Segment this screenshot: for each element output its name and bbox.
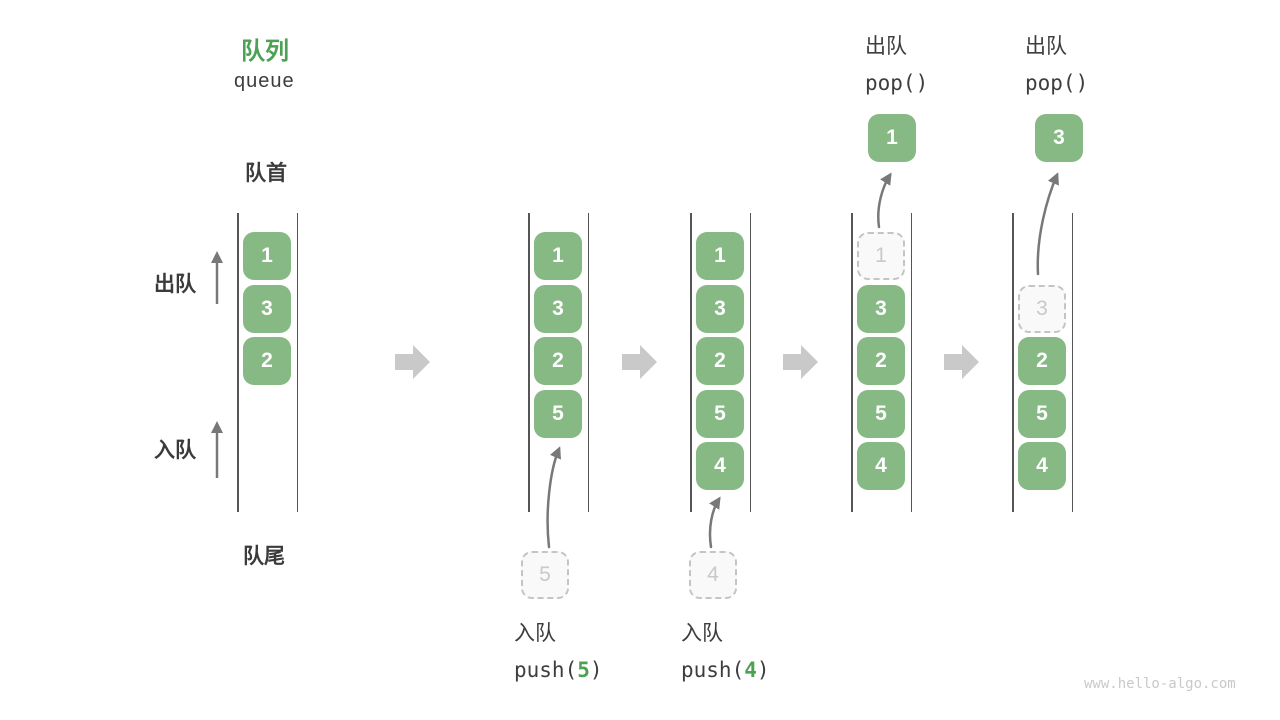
pending-push-box: 5: [521, 551, 569, 599]
queue-item: 1: [696, 232, 744, 280]
pop-arrow-icon: [1036, 172, 1059, 276]
pending-push-box: 4: [689, 551, 737, 599]
queue-item: 1: [243, 232, 291, 280]
popped-item-box: 1: [868, 114, 916, 162]
push-annotation: 入队 push(4): [681, 615, 770, 689]
queue-column-1: 1 3 2: [237, 213, 298, 512]
state-transition-arrow-icon: [783, 345, 818, 379]
queue-item: 1: [534, 232, 582, 280]
queue-item: 5: [696, 390, 744, 438]
state-transition-arrow-icon: [622, 345, 657, 379]
column-wall: [1012, 213, 1014, 512]
push-annotation-zh: 入队: [681, 622, 723, 645]
queue-item: 5: [857, 390, 905, 438]
push-annotation-zh: 入队: [514, 622, 556, 645]
pop-annotation-zh: 出队: [1025, 35, 1067, 58]
pop-annotation-code: pop(): [1025, 71, 1089, 95]
queue-column-5: 3 2 5 4: [1012, 213, 1073, 512]
queue-item: 2: [1018, 337, 1066, 385]
dequeue-label: 出队: [154, 273, 196, 296]
column-wall: [690, 213, 692, 512]
push-arg: 4: [744, 658, 757, 682]
queue-item: 2: [857, 337, 905, 385]
pop-annotation: 出队 pop(): [1025, 28, 1088, 102]
queue-item: 2: [534, 337, 582, 385]
queue-item: 4: [696, 442, 744, 490]
pop-arrow-icon: [877, 172, 892, 229]
queue-item: 3: [857, 285, 905, 333]
popped-item-box: 3: [1035, 114, 1083, 162]
state-transition-arrow-icon: [944, 345, 979, 379]
queue-column-2: 1 3 2 5: [528, 213, 589, 512]
queue-item: 2: [243, 337, 291, 385]
push-arg: 5: [577, 658, 590, 682]
queue-item: 2: [696, 337, 744, 385]
pop-annotation: 出队 pop(): [865, 28, 928, 102]
queue-rear-label: 队尾: [243, 545, 285, 568]
column-wall: [1071, 213, 1073, 512]
push-arrow-icon: [546, 446, 561, 549]
queue-item: 4: [1018, 442, 1066, 490]
column-wall: [910, 213, 912, 512]
enqueue-label: 入队: [154, 439, 196, 462]
queue-item: 3: [243, 285, 291, 333]
queue-item-removed: 3: [1018, 285, 1066, 333]
diagram-title-zh: 队列: [241, 38, 289, 65]
state-transition-arrow-icon: [395, 345, 430, 379]
queue-item: 5: [534, 390, 582, 438]
column-wall: [749, 213, 751, 512]
queue-front-label: 队首: [245, 162, 287, 185]
pop-annotation-zh: 出队: [865, 35, 907, 58]
site-watermark: www.hello-algo.com: [1084, 676, 1236, 692]
column-wall: [587, 213, 589, 512]
column-wall: [237, 213, 239, 512]
column-wall: [851, 213, 853, 512]
queue-column-4: 1 3 2 5 4: [851, 213, 912, 512]
diagram-title-en: queue: [234, 70, 295, 92]
column-wall: [528, 213, 530, 512]
pop-annotation-code: pop(): [865, 71, 929, 95]
push-annotation-code: push(4): [681, 658, 770, 682]
queue-item: 3: [534, 285, 582, 333]
push-annotation-code: push(5): [514, 658, 603, 682]
queue-column-3: 1 3 2 5 4: [690, 213, 751, 512]
column-wall: [296, 213, 298, 512]
push-arrow-icon: [708, 496, 721, 549]
queue-item: 5: [1018, 390, 1066, 438]
queue-item-removed: 1: [857, 232, 905, 280]
push-annotation: 入队 push(5): [514, 615, 603, 689]
queue-item: 3: [696, 285, 744, 333]
queue-item: 4: [857, 442, 905, 490]
